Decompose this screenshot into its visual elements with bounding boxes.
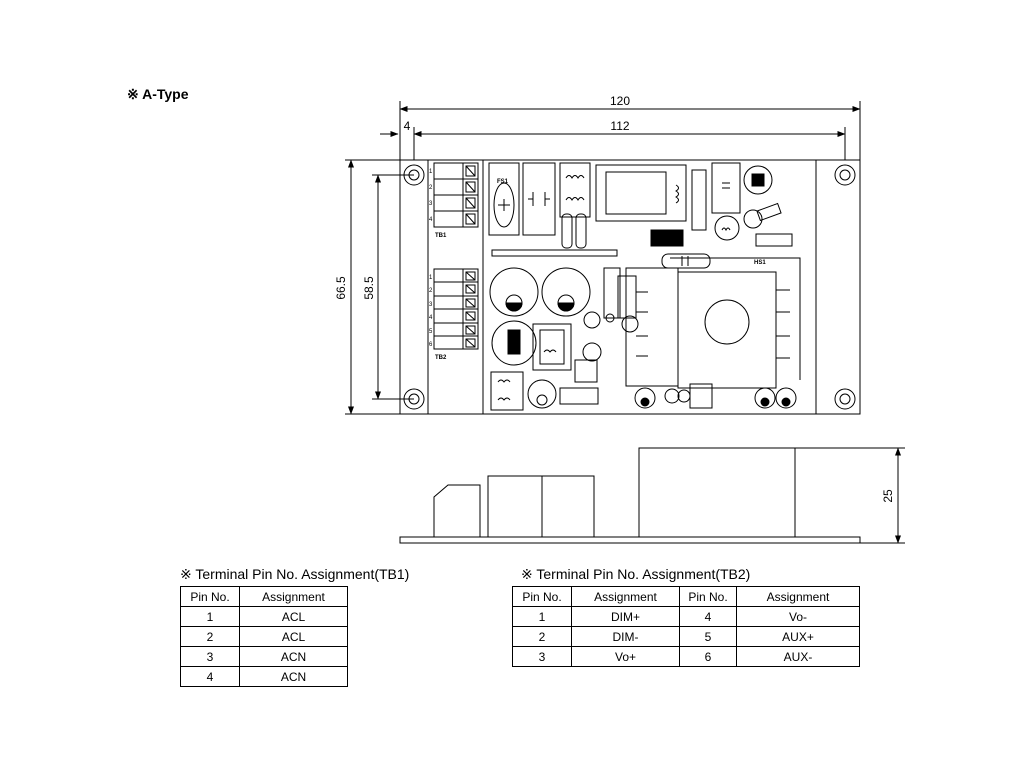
dim-hole-offset: 4 <box>404 119 411 133</box>
side-board <box>399 536 861 544</box>
board-components <box>488 162 801 411</box>
mounting-hole <box>403 164 425 186</box>
pin-cell: 1 <box>180 606 240 627</box>
table-row: 2 DIM- 5 AUX+ <box>512 626 860 647</box>
column-header: Assignment <box>571 586 680 607</box>
pin-cell: 2 <box>180 626 240 647</box>
table-row: 3 ACN <box>180 646 348 667</box>
tb2-pin-label: 2 <box>429 288 433 294</box>
column-header: Pin No. <box>180 586 240 607</box>
tb1-label: TB1 <box>435 233 447 239</box>
bulk-capacitor <box>541 267 591 317</box>
column-header: Pin No. <box>679 586 737 607</box>
pin-cell: 2 <box>512 626 572 647</box>
heatsink <box>670 257 801 380</box>
assignment-cell: ACN <box>239 646 348 667</box>
assignment-cell: AUX+ <box>736 626 860 647</box>
assignment-cell: Vo+ <box>571 646 680 667</box>
choke <box>559 162 591 218</box>
page-title: ※ A-Type <box>127 86 189 102</box>
pin-cell: 3 <box>512 646 572 667</box>
terminal-block-tb2 <box>433 268 479 350</box>
pin-cell: 4 <box>180 666 240 687</box>
table-row: 1 ACL <box>180 606 348 627</box>
tb1-pin-label: 4 <box>429 217 433 223</box>
tb1-pin-label: 3 <box>429 201 433 207</box>
mounting-hole <box>403 388 425 410</box>
side-component <box>487 475 543 538</box>
column-header: Assignment <box>736 586 860 607</box>
pin-cell: 4 <box>679 606 737 627</box>
mounting-hole <box>834 388 856 410</box>
tb2-table: Pin No. Assignment Pin No. Assignment 1 … <box>512 586 860 667</box>
fuse-holder <box>488 162 520 236</box>
dim-hole-spacing-y: 58.5 <box>362 276 376 300</box>
dim-overall-height: 66.5 <box>334 276 348 300</box>
column-header: Assignment <box>239 586 348 607</box>
tb2-pin-label: 3 <box>429 302 433 308</box>
dim-hole-spacing-x: 112 <box>610 119 629 133</box>
tb1-table: Pin No. Assignment 1 ACL 2 ACL 3 ACN 4 A… <box>180 586 348 687</box>
dim-component-height: 25 <box>881 489 895 503</box>
board-side-view <box>399 447 861 544</box>
side-terminal <box>433 484 481 537</box>
table-row: 2 ACL <box>180 626 348 647</box>
pin-cell: 5 <box>679 626 737 647</box>
tb1-pin-label: 2 <box>429 185 433 191</box>
tb2-label: TB2 <box>435 355 447 361</box>
tb2-pin-label: 5 <box>429 329 433 335</box>
assignment-cell: Vo- <box>736 606 860 627</box>
table-row: 1 DIM+ 4 Vo- <box>512 606 860 627</box>
assignment-cell: DIM+ <box>571 606 680 627</box>
pin-cell: 3 <box>180 646 240 667</box>
mounting-hole <box>834 164 856 186</box>
table-header-row: Pin No. Assignment <box>180 586 348 607</box>
mounting-holes <box>403 164 856 410</box>
hs1-label: HS1 <box>754 260 766 266</box>
assignment-cell: ACN <box>239 666 348 687</box>
fs1-label: FS1 <box>497 179 509 185</box>
tb2-pin-label: 1 <box>429 275 433 281</box>
tb2-table-title: ※ Terminal Pin No. Assignment(TB2) <box>521 566 751 582</box>
x-capacitor <box>522 162 556 236</box>
board-top-view <box>399 159 861 415</box>
tb2-pin-label: 4 <box>429 315 433 321</box>
tb2-pin-label: 6 <box>429 342 433 348</box>
bridge-module <box>595 164 687 222</box>
pfc-inductor <box>532 323 572 371</box>
main-transformer <box>677 271 777 389</box>
column-header: Pin No. <box>512 586 572 607</box>
side-transformer <box>638 447 796 538</box>
dimension-lines <box>345 101 905 544</box>
pin-cell: 1 <box>512 606 572 627</box>
bulk-capacitor <box>489 267 539 317</box>
assignment-cell: AUX- <box>736 646 860 667</box>
tb1-pin-label: 1 <box>429 169 433 175</box>
electrolytic-capacitor <box>743 165 773 195</box>
terminal-block-tb1 <box>433 162 479 228</box>
side-component <box>541 475 595 538</box>
dim-overall-width: 120 <box>610 94 630 108</box>
assignment-cell: ACL <box>239 626 348 647</box>
tb1-table-title: ※ Terminal Pin No. Assignment(TB1) <box>180 566 410 582</box>
table-row: 3 Vo+ 6 AUX- <box>512 646 860 667</box>
assignment-cell: ACL <box>239 606 348 627</box>
fuse <box>493 182 515 228</box>
pin-cell: 6 <box>679 646 737 667</box>
table-header-row: Pin No. Assignment Pin No. Assignment <box>512 586 860 607</box>
assignment-cell: DIM- <box>571 626 680 647</box>
table-row: 4 ACN <box>180 666 348 687</box>
